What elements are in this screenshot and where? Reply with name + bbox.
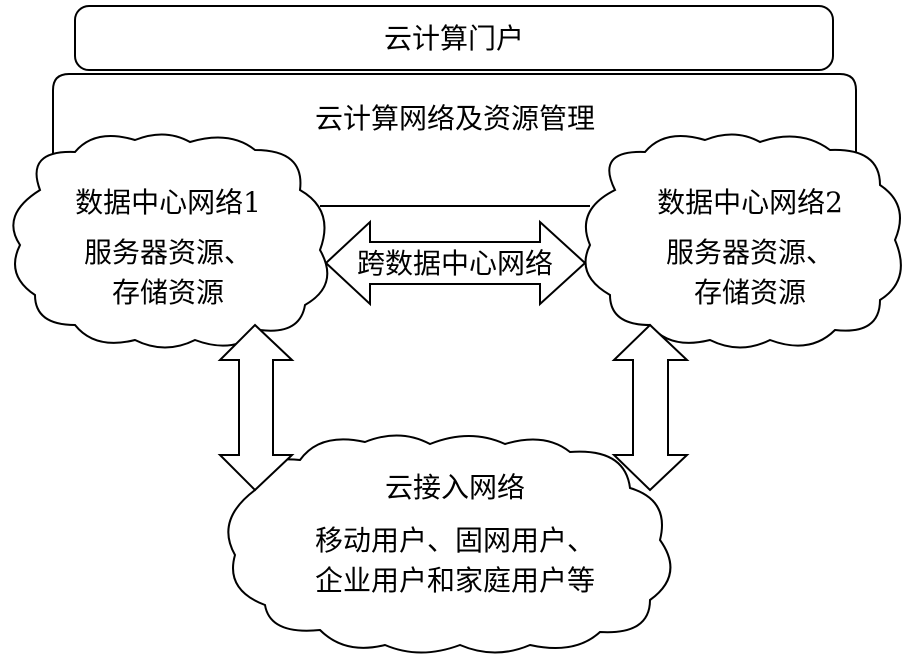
cross-datacenter-arrow: 跨数据中心网络 <box>324 219 587 307</box>
right-vertical-double-arrow <box>611 323 690 492</box>
cloud-shape <box>584 133 902 349</box>
datacenter-2-line-1: 服务器资源、 <box>666 236 834 269</box>
left-vertical-double-arrow <box>217 323 295 492</box>
cross-datacenter-label: 跨数据中心网络 <box>357 247 553 280</box>
access-network-line-2: 企业用户和家庭用户等 <box>315 564 595 597</box>
portal-label: 云计算门户 <box>384 22 524 55</box>
access-network-title: 云接入网络 <box>385 471 525 504</box>
datacenter-2-cloud: 数据中心网络2 服务器资源、 存储资源 <box>584 133 902 349</box>
cloud-shape <box>12 133 329 349</box>
double-arrow-horizontal <box>324 219 587 307</box>
portal-box <box>74 5 834 71</box>
access-network-line-1: 移动用户、固网用户、 <box>315 524 595 557</box>
access-network-cloud: 云接入网络 移动用户、固网用户、 企业用户和家庭用户等 <box>227 434 672 654</box>
datacenter-2-title: 数据中心网络2 <box>657 186 843 219</box>
management-label: 云计算网络及资源管理 <box>315 102 595 135</box>
datacenter-1-title: 数据中心网络1 <box>75 186 261 219</box>
datacenter-1-line-2: 存储资源 <box>112 276 224 309</box>
datacenter-1-line-1: 服务器资源、 <box>84 236 252 269</box>
portal-layer: 云计算门户 <box>74 5 834 71</box>
cloud-shape <box>227 434 672 654</box>
datacenter-1-cloud: 数据中心网络1 服务器资源、 存储资源 <box>12 133 329 349</box>
datacenter-2-line-2: 存储资源 <box>694 276 806 309</box>
